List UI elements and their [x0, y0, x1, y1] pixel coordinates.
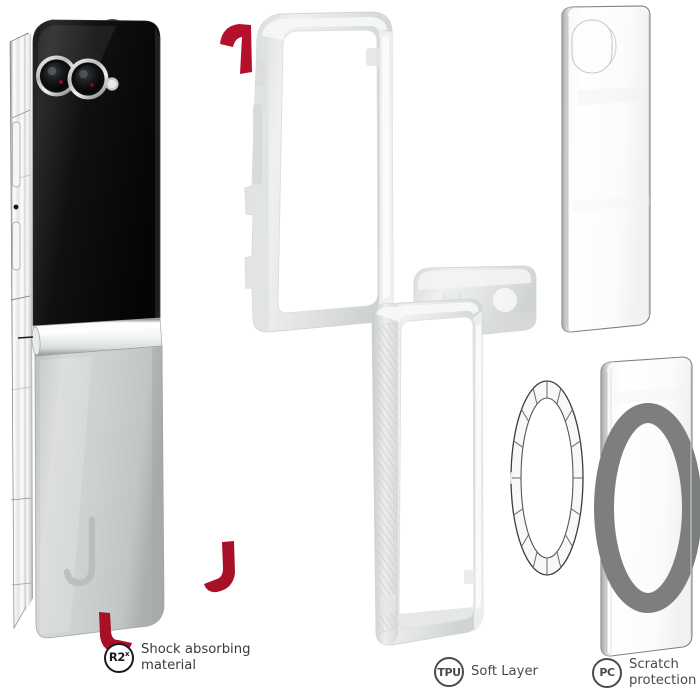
r2x-badge-icon: R2x	[104, 642, 134, 673]
legend-item-pc: PC Scratch protection	[592, 657, 700, 688]
accent-marker-frame-bottom	[204, 541, 235, 593]
frame-volume-cutout	[253, 103, 262, 185]
accent-marker-frame-top	[220, 24, 252, 74]
legend-item-r2x: R2x Shock absorbing material	[104, 642, 271, 673]
legend-label-pc: Scratch protection	[629, 657, 697, 688]
part-pc-back-panel-bottom	[594, 356, 700, 657]
volume-rocker[interactable]	[12, 121, 21, 188]
tpu-badge-text: TPU	[437, 665, 461, 679]
tpu-badge-icon: TPU	[434, 657, 464, 687]
legend-item-tpu: TPU Soft Layer	[434, 657, 538, 687]
power-button[interactable]	[12, 221, 21, 271]
phone-upper-half	[32, 19, 161, 327]
phone-side-rail	[9, 32, 33, 630]
panel-magnet-ring	[594, 403, 700, 613]
accent-marker-phone-bottom	[99, 612, 132, 653]
frame-right-cutout	[366, 48, 380, 66]
microphone-hole	[13, 204, 19, 210]
frame-button-cutout-top	[256, 60, 265, 86]
phone-lower-half	[34, 345, 165, 639]
part-tpu-bumper-frame	[244, 11, 394, 333]
part-tpu-lower-frame	[371, 265, 537, 646]
phone-hinge	[17, 317, 163, 357]
secondary-camera-lens	[67, 58, 109, 100]
frame-side-notch	[464, 570, 476, 584]
main-camera-lens	[36, 55, 77, 97]
part-magnet-ring	[510, 380, 584, 576]
camera-module	[36, 55, 119, 100]
part-pc-back-panel-top	[561, 5, 651, 333]
panel-camera-cutout	[571, 19, 617, 74]
legend-label-tpu: Soft Layer	[471, 664, 538, 680]
pc-badge-icon: PC	[592, 657, 622, 688]
flip-phone	[9, 19, 165, 639]
r2x-badge-text: R2x	[108, 649, 130, 664]
legend-label-r2x: Shock absorbing material	[141, 642, 251, 673]
camera-flash	[105, 77, 119, 91]
pc-badge-text: PC	[599, 666, 615, 679]
